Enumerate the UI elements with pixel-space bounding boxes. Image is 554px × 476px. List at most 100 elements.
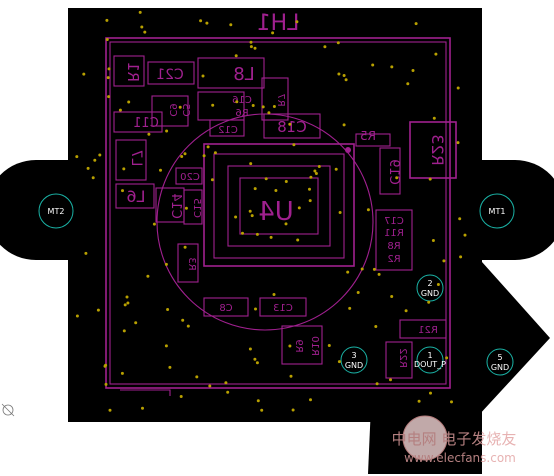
label-c14: C14	[168, 193, 183, 219]
via-dot	[141, 406, 144, 410]
watermark-line2: www.elecfans.com	[404, 451, 516, 465]
label-r7: R7	[275, 93, 286, 106]
via-dot	[178, 105, 182, 109]
via-dot	[356, 291, 360, 294]
via-dot	[289, 374, 293, 378]
via-dot	[140, 25, 144, 29]
component-labels: R1 C21 L8 C9 C5 C16 R6 R7 C11 C12 C18 L7…	[124, 62, 447, 368]
via-dot	[267, 111, 271, 115]
via-dot	[122, 167, 126, 171]
via-dot	[213, 151, 217, 155]
via-dot	[98, 153, 102, 157]
via-dot	[272, 293, 276, 296]
via-dot	[284, 222, 288, 226]
via-dot	[313, 169, 317, 173]
via-dot	[184, 206, 188, 210]
label-c9: C9	[167, 103, 178, 116]
via-dot	[390, 295, 394, 298]
via-dot	[327, 344, 331, 347]
pad-dout-num: 1	[427, 351, 432, 360]
via-dot	[179, 395, 183, 398]
via-dot	[292, 143, 296, 147]
via-dot	[127, 100, 131, 104]
via-dot	[377, 272, 381, 276]
via-dot	[411, 69, 415, 72]
pad-mt1: MT1	[479, 193, 515, 229]
pad-mt2-label: MT2	[48, 207, 65, 216]
via-dot	[107, 95, 111, 99]
label-r2: R2	[387, 254, 400, 265]
label-c21: C21	[156, 67, 184, 83]
via-dot	[295, 20, 299, 24]
via-dot	[251, 104, 255, 107]
via-dot	[253, 357, 257, 361]
via-dot	[235, 100, 239, 104]
via-dot	[152, 222, 156, 226]
via-dot	[181, 318, 185, 322]
via-dot	[96, 308, 100, 312]
label-c17: C17	[384, 216, 404, 227]
via-dot	[395, 176, 399, 180]
pad-gnd-2-name: GND	[421, 289, 439, 298]
label-c19: C19	[386, 159, 401, 185]
via-dot	[459, 255, 463, 259]
via-dot	[91, 176, 95, 180]
via-dot	[250, 214, 254, 218]
via-dot	[450, 400, 453, 404]
via-dot	[226, 390, 230, 394]
via-dot	[375, 382, 379, 386]
via-dot	[291, 408, 295, 412]
via-dot	[180, 155, 184, 158]
via-dot	[166, 308, 170, 311]
via-dot	[323, 45, 327, 49]
label-c16: C16	[232, 95, 252, 106]
via-dot	[103, 364, 107, 368]
pad-dout: 1 DOUT_P	[414, 346, 446, 374]
via-dot	[106, 76, 110, 80]
via-dot	[164, 344, 168, 348]
board-title: LH1	[257, 11, 300, 36]
via-dot	[308, 187, 311, 191]
via-dot	[366, 208, 370, 212]
via-dot	[442, 259, 446, 263]
via-dot	[255, 232, 259, 236]
via-dot	[249, 45, 253, 49]
via-dot	[201, 74, 205, 78]
via-dot	[248, 209, 252, 213]
via-dot	[274, 189, 278, 192]
u4-outline	[203, 143, 355, 267]
watermark-line1: 中电网 电子发烧友	[392, 430, 517, 448]
via-dot	[134, 321, 138, 325]
via-dot	[199, 19, 203, 23]
via-dot	[434, 52, 438, 56]
via-dot	[337, 360, 341, 364]
via-dot	[390, 65, 394, 69]
via-dot	[126, 301, 130, 305]
label-l7: L7	[128, 150, 144, 167]
via-dot	[342, 74, 346, 77]
via-dot	[288, 122, 292, 126]
via-dot	[371, 63, 375, 67]
via-dot	[195, 375, 199, 379]
via-dot	[248, 347, 252, 351]
via-dot	[234, 54, 238, 58]
via-dot	[105, 18, 109, 22]
via-dot	[256, 399, 260, 403]
via-dot	[309, 398, 312, 402]
inner-frame-2	[109, 41, 447, 385]
via-dot	[436, 283, 440, 286]
via-dot	[108, 408, 112, 412]
via-dot	[143, 30, 147, 34]
via-dot	[93, 158, 97, 162]
via-dot	[463, 233, 467, 237]
label-r5: R5	[360, 129, 376, 143]
via-dot	[253, 187, 257, 191]
via-dot	[308, 199, 312, 203]
via-dot	[342, 123, 346, 127]
ic-label: U4	[258, 197, 294, 227]
pad-dout-name: DOUT_P	[414, 360, 446, 369]
via-dot	[159, 168, 162, 172]
via-dot	[296, 238, 300, 242]
via-dot	[255, 361, 259, 365]
via-dot	[82, 72, 86, 76]
